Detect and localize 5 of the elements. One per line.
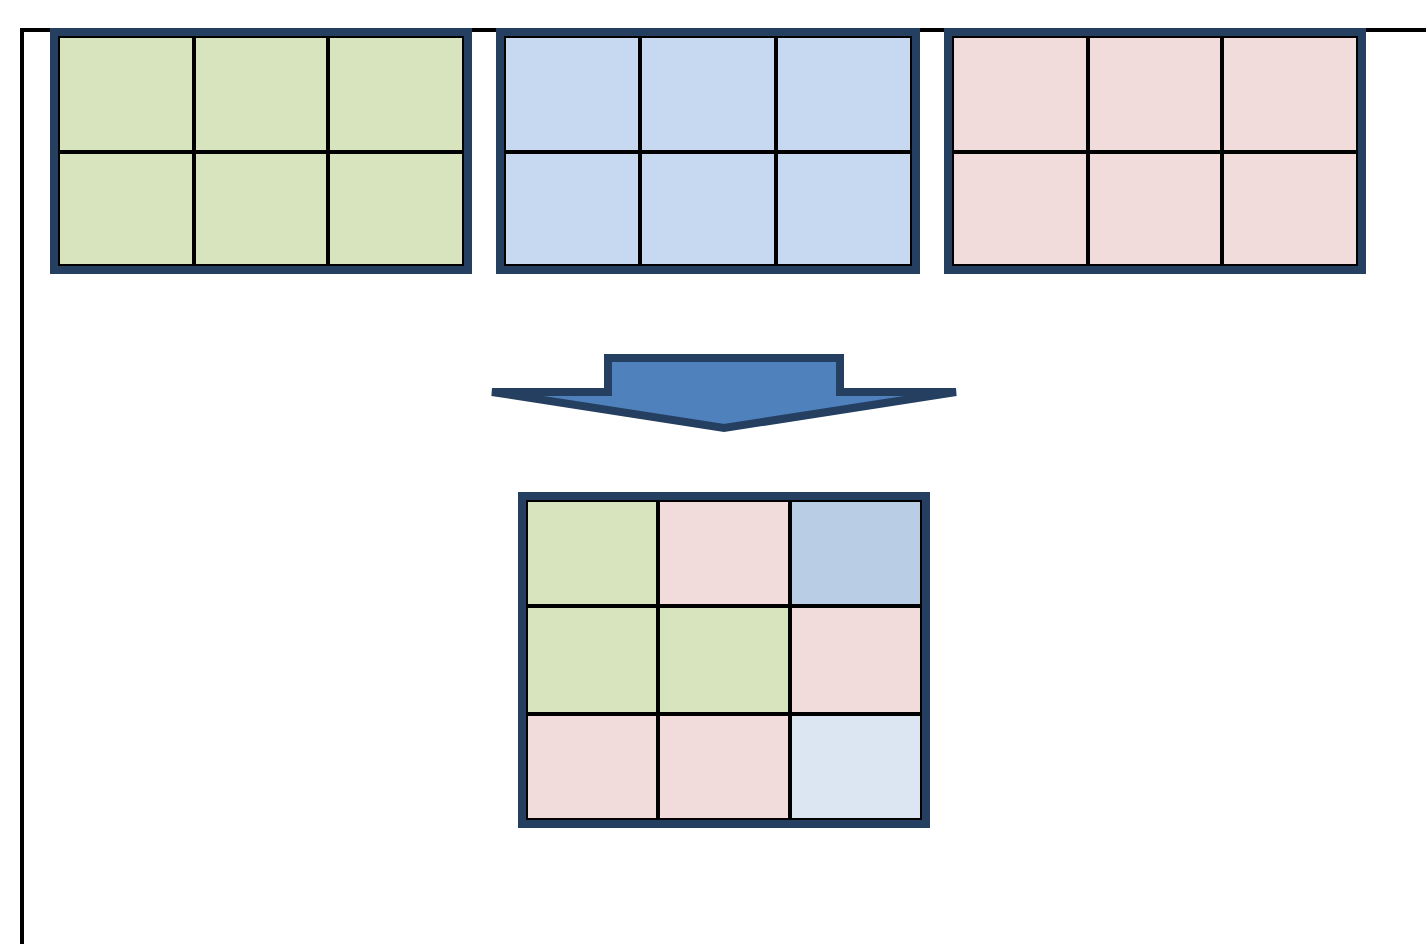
color-grid [944, 28, 1366, 274]
color-grid [518, 492, 930, 828]
color-grid [50, 28, 472, 274]
block-arrow [488, 354, 960, 433]
color-grid [496, 28, 920, 274]
